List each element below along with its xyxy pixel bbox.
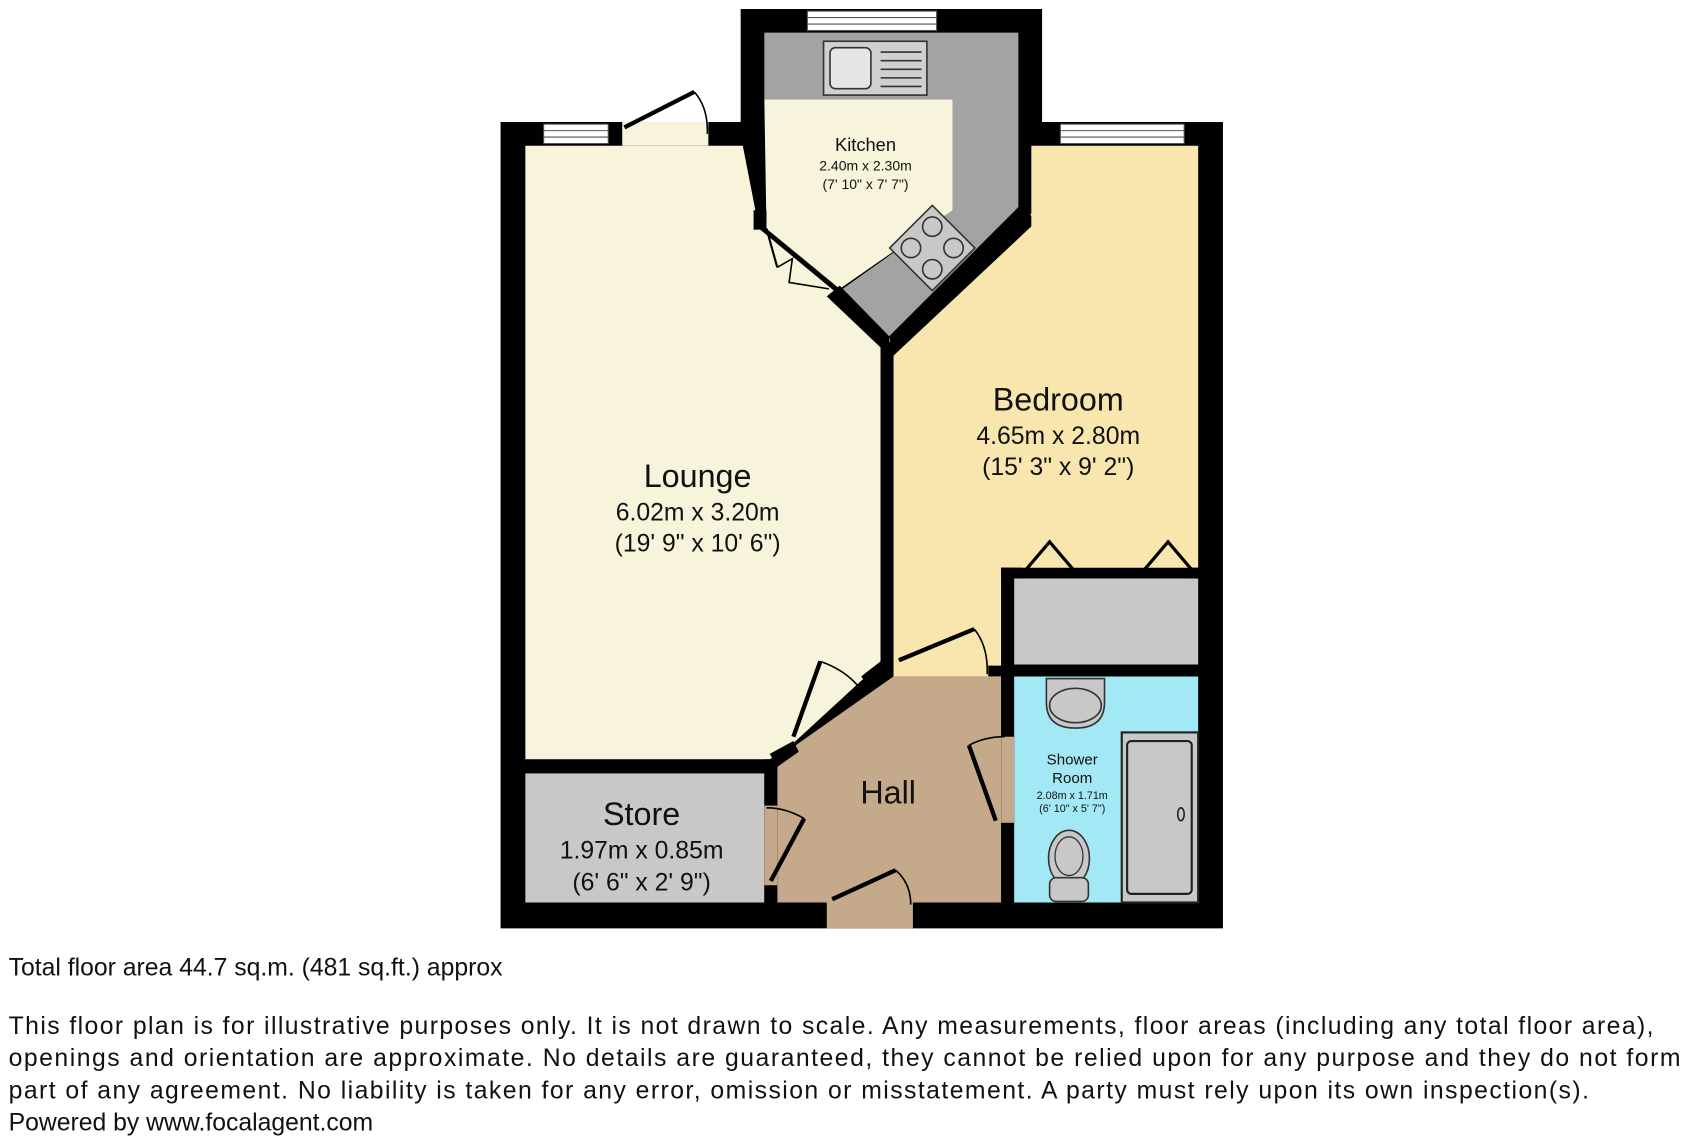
window	[543, 123, 609, 145]
washbasin-icon	[1045, 677, 1106, 729]
window	[1059, 123, 1185, 145]
disclaimer-line: This floor plan is for illustrative purp…	[9, 1013, 1654, 1040]
shower-room-label-2: Room	[1052, 770, 1092, 787]
disclaimer-line: openings and orientation are approximate…	[9, 1045, 1681, 1072]
bedroom-door-opening	[893, 661, 989, 677]
shower-tray-icon	[1120, 731, 1200, 904]
store-metric: 1.97m x 0.85m	[560, 837, 724, 864]
lounge-floor	[525, 145, 881, 760]
lounge-imperial: (19' 9" x 10' 6")	[615, 531, 781, 558]
disclaimer-line: part of any agreement. No liability is t…	[9, 1077, 1589, 1104]
bedroom-metric: 4.65m x 2.80m	[976, 423, 1140, 450]
powered-by-link[interactable]: Powered by www.focalagent.com	[9, 1110, 374, 1137]
shower-door-opening	[1001, 736, 1015, 823]
door-swings	[623, 89, 1195, 905]
lounge-metric: 6.02m x 3.20m	[616, 499, 780, 526]
shower-room-imperial: (6' 10" x 5' 7")	[1039, 803, 1105, 815]
bedroom-imperial: (15' 3" x 9' 2")	[982, 454, 1134, 481]
kitchen-metric: 2.40m x 2.30m	[819, 157, 912, 173]
shower-room-metric: 2.08m x 1.71m	[1037, 790, 1108, 802]
shower-room-label: Shower	[1047, 752, 1098, 769]
kitchen-imperial: (7' 10" x 7' 7")	[823, 176, 909, 192]
lounge-label: Lounge	[644, 458, 752, 494]
store-door-opening	[764, 805, 778, 886]
sink-icon	[822, 40, 928, 96]
store-imperial: (6' 6" x 2' 9")	[572, 870, 710, 897]
wardrobe	[1014, 578, 1199, 665]
kitchen-label: Kitchen	[835, 134, 896, 155]
store-floor	[525, 773, 765, 903]
total-floor-area: Total floor area 44.7 sq.m. (481 sq.ft.)…	[9, 955, 504, 982]
lounge-door-opening	[622, 122, 709, 146]
bedroom-label: Bedroom	[993, 382, 1124, 418]
toilet-icon	[1047, 829, 1091, 903]
window	[806, 10, 938, 32]
store-label: Store	[603, 796, 680, 832]
hob-icon	[888, 204, 977, 292]
hall-floor	[777, 676, 1002, 903]
front-door-opening	[826, 902, 913, 929]
hall-label: Hall	[860, 774, 916, 810]
